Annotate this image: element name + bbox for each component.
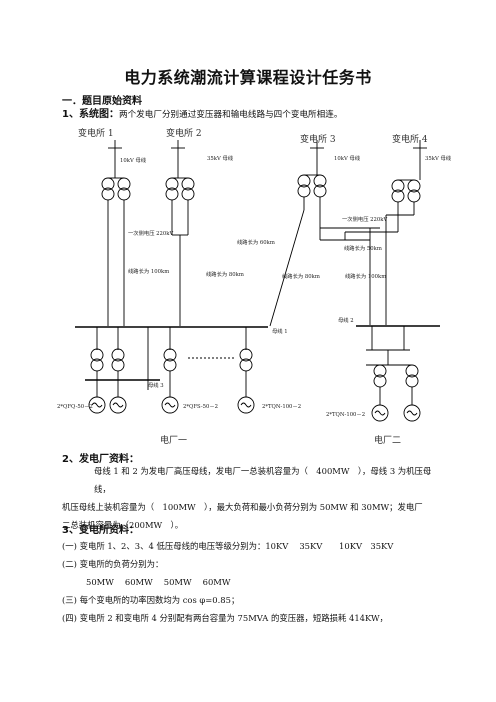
section-2-line-2: 机压母线上装机容量为（ 100MW ），最大负荷和最小负荷分别为 50MW 和 … xyxy=(62,502,423,512)
substation-4-transformers xyxy=(391,179,421,203)
generator-4-symbol xyxy=(237,396,255,414)
section-3-heading: 3、变电所资料： xyxy=(62,525,139,536)
bus-label-2: 35kV 母线 xyxy=(207,156,234,162)
item-1-label: 1、系统图： xyxy=(62,109,119,120)
section-1-heading: 一．题目原始资料 xyxy=(62,96,142,107)
section-3-item-3: 50MW 60MW 50MW 60MW xyxy=(86,577,231,587)
substation-1-label: 变电所 1 xyxy=(78,129,114,139)
section-3-list: (一) 变电所 1、2、3、4 低压母线的电压等级分别为：10KV 35KV 1… xyxy=(62,537,462,627)
line-50km-label: 线路长为 50km xyxy=(344,246,382,252)
generator-label-4: 2*TQN-100－2 xyxy=(326,412,366,418)
substation-1-transformers xyxy=(101,177,131,201)
generator-6-symbol xyxy=(403,404,421,422)
plant-2-label: 电厂二 xyxy=(374,436,402,446)
substation-2-transformers xyxy=(165,177,195,201)
primary-voltage-right: 一次侧电压 220kV xyxy=(342,217,388,223)
substation-3-label: 变电所 3 xyxy=(300,135,336,145)
generator-2-symbol xyxy=(109,396,127,414)
section-3-item-5: (四) 变电所 2 和变电所 4 分别配有两台容量为 75MVA 的变压器，短路… xyxy=(62,613,388,623)
section-2-line-3: 二总装机容量为（200MW ）。 xyxy=(62,520,184,530)
line-100km-right-label: 线路长为 100km xyxy=(345,274,387,280)
generator-label-1: 2*QFQ-50－2 xyxy=(57,404,93,410)
line-80km-a-label: 线路长为 80km xyxy=(206,272,244,278)
document-title: 电力系统潮流计算课程设计任务书 xyxy=(124,68,372,87)
line-60km xyxy=(269,209,305,327)
section-2-line-1: 母线 1 和 2 为发电厂高压母线，发电厂一总装机容量为（ 400MW ），母线… xyxy=(94,466,432,494)
section-3-item-4: (三) 每个变电所的功率因数均为 cos φ=0.85； xyxy=(62,595,240,605)
bus-3-label: 母线 3 xyxy=(148,383,164,389)
line-100km-left-label: 线路长为 100km xyxy=(128,269,170,275)
generator-3-symbol xyxy=(161,396,179,414)
bus-1-label: 母线 1 xyxy=(272,329,288,335)
substation-2-label: 变电所 2 xyxy=(166,129,202,139)
bus-label-4: 35kV 母线 xyxy=(425,156,452,162)
bus-2-label: 母线 2 xyxy=(338,318,354,324)
generator-label-3: 2*TQN-100－2 xyxy=(262,404,302,410)
primary-voltage-left: 一次侧电压 220kV xyxy=(128,231,174,237)
substation-4-label: 变电所 4 xyxy=(392,135,428,145)
plant-1-label: 电厂一 xyxy=(160,436,188,446)
line-60km-label: 线路长为 60km xyxy=(237,240,275,246)
generator-label-2: 2*QFS-50－2 xyxy=(183,404,219,410)
section-2-heading: 2、发电厂资料： xyxy=(62,454,139,465)
generator-5-symbol xyxy=(371,404,389,422)
item-1-text: 两个发电厂分别通过变压器和输电线路与四个变电所相连。 xyxy=(118,110,343,120)
substation-3-transformers xyxy=(297,174,327,198)
section-3-item-1: (一) 变电所 1、2、3、4 低压母线的电压等级分别为：10KV 35KV 1… xyxy=(62,541,394,551)
section-2-paragraph: 母线 1 和 2 为发电厂高压母线，发电厂一总装机容量为（ 400MW ），母线… xyxy=(62,462,442,534)
bus-label-1: 10kV 母线 xyxy=(120,158,147,164)
bus-label-3: 10kV 母线 xyxy=(334,156,361,162)
line-80km-b-label: 线路长为 80km xyxy=(282,274,320,280)
item-1-line: 1、系统图：两个发电厂分别通过变压器和输电线路与四个变电所相连。 xyxy=(62,108,342,122)
generator-1-symbol xyxy=(88,396,106,414)
section-3-item-2: (二) 变电所的负荷分别为： xyxy=(62,559,164,569)
